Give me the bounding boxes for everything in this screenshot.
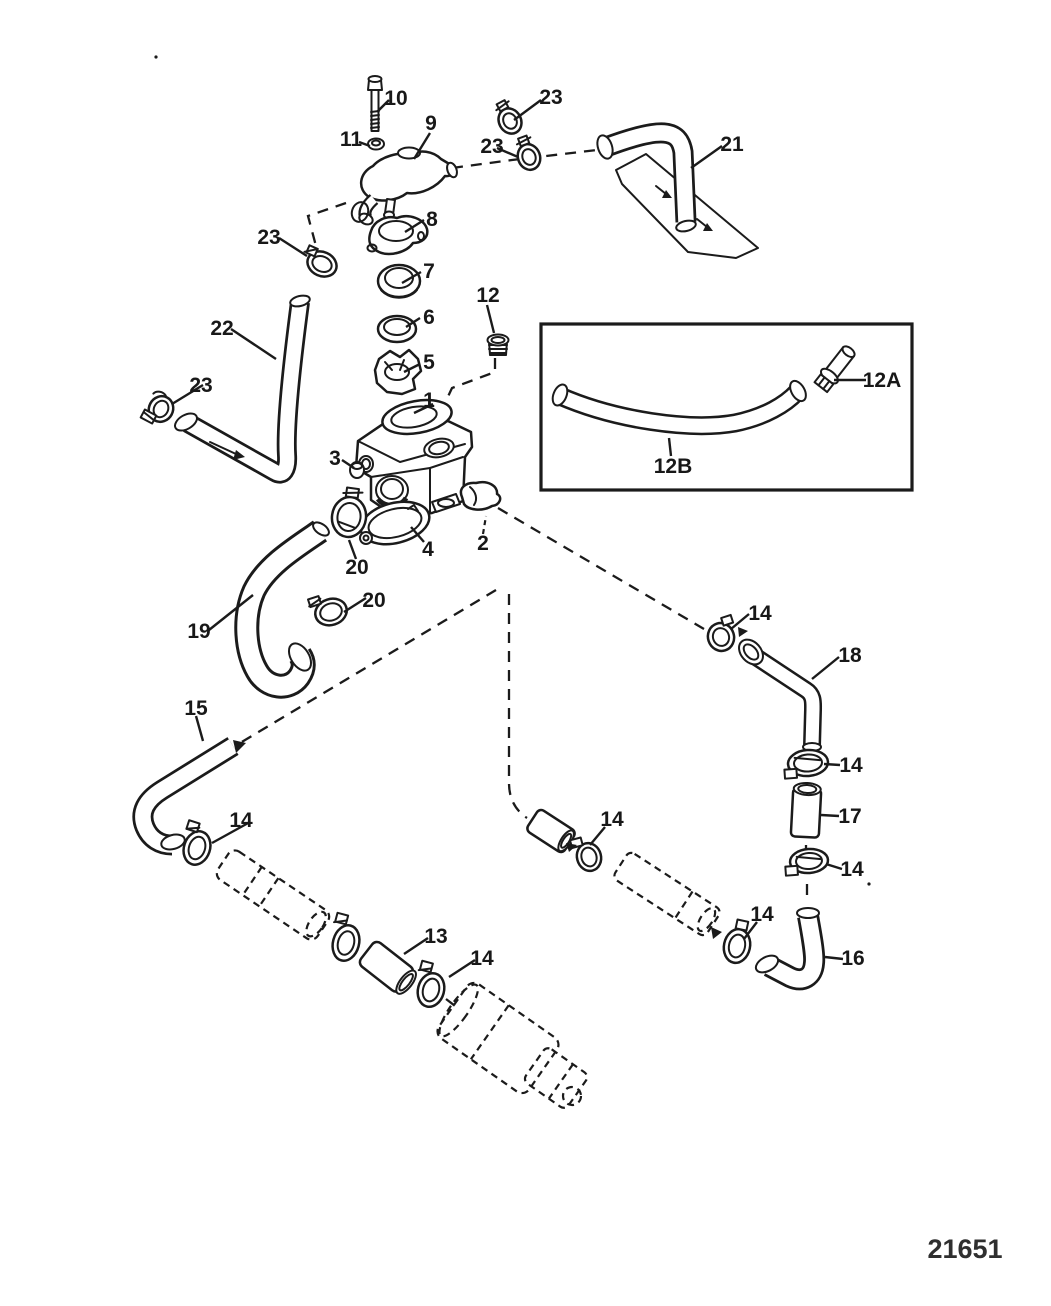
fitting-2: [459, 481, 502, 511]
clamp-20-lower: [307, 595, 348, 627]
callout-12b: 12B: [654, 455, 693, 478]
clamp-14-c: [784, 847, 830, 877]
clamp-14-hose15: [182, 819, 212, 866]
callout-14-near-pump: 14: [470, 947, 494, 970]
seal-ring-6: [376, 314, 418, 344]
speckle: [867, 882, 871, 886]
callout-12: 12: [476, 284, 499, 307]
leader-lines: [171, 99, 866, 979]
callout-2: 2: [477, 532, 489, 555]
callout-19: 19: [187, 620, 210, 643]
clamp-14-right-of-13: [416, 959, 446, 1009]
fitting-12a: [813, 345, 856, 394]
clamp-14-left-of-13: [331, 911, 361, 962]
clamp-23-upper: [515, 134, 542, 172]
callout-3: 3: [329, 447, 341, 470]
callout-6: 6: [423, 306, 435, 329]
gasket-7: [376, 263, 422, 299]
callout-23-upper: 23: [480, 135, 503, 158]
retainer-4: [359, 500, 431, 546]
plug-12: [486, 333, 510, 356]
callout-14-a: 14: [748, 602, 772, 625]
sleeve-mid: [526, 808, 576, 854]
callout-1: 1: [423, 389, 435, 412]
thermostat-5: [373, 348, 423, 396]
distribution-fitting-9: [350, 146, 458, 226]
callout-14-c: 14: [840, 858, 864, 881]
inset-box: [539, 322, 914, 492]
callout-23-far-left: 23: [189, 374, 212, 397]
hose-15: [132, 737, 246, 856]
cover-plate-8: [366, 214, 429, 256]
callout-14-near-16: 14: [750, 903, 774, 926]
tube-17: [789, 781, 823, 839]
ghost-arrow: [711, 927, 722, 939]
hose-21-with-bracket: [596, 122, 759, 259]
callout-23-mid: 23: [257, 226, 280, 249]
clamp-23-far-left: [139, 390, 175, 425]
callout-12a: 12A: [863, 369, 902, 392]
plug-3: [349, 461, 365, 479]
nut-11: [367, 137, 385, 151]
callout-14-mid: 14: [600, 808, 624, 831]
clamp-14-a: [706, 613, 736, 653]
callout-23-top: 23: [539, 86, 562, 109]
sleeve-13: [358, 940, 417, 995]
callout-10: 10: [384, 87, 407, 110]
clamp-14-mid-arrow: [566, 843, 577, 852]
callout-20-lower: 20: [362, 589, 385, 612]
ghost-inline-fitting: [215, 849, 331, 941]
callout-4: 4: [422, 538, 434, 561]
hose-16: [754, 907, 826, 991]
clamp-14-a-arrow: [738, 627, 748, 637]
callout-11: 11: [340, 128, 363, 151]
callout-5: 5: [423, 351, 435, 374]
callout-13: 13: [424, 925, 447, 948]
hose-22: [174, 294, 311, 484]
callout-17: 17: [838, 805, 861, 828]
callout-8: 8: [426, 208, 438, 231]
callout-14-hose15: 14: [229, 809, 253, 832]
clamp-23-mid: [303, 244, 338, 278]
hose-19: [234, 520, 330, 699]
callout-22: 22: [210, 317, 233, 340]
clamp-14-b: [783, 748, 830, 780]
hose-18: [738, 638, 823, 752]
callout-20-upper: 20: [345, 556, 368, 579]
callout-labels: 10 11 9 23 23 21 23 8 7 6 12 5 22 23 12A…: [184, 86, 901, 970]
ghost-inline-cylinder: [613, 851, 721, 937]
callout-16: 16: [841, 947, 864, 970]
clamp-20-upper: [330, 486, 368, 539]
clamp-23-top: [495, 99, 523, 135]
speckle: [154, 55, 158, 59]
drawing-number: 21651: [927, 1234, 1002, 1264]
callout-18: 18: [838, 644, 862, 667]
callout-15: 15: [184, 697, 208, 720]
callout-7: 7: [423, 260, 435, 283]
callout-21: 21: [720, 133, 744, 156]
callout-14-b: 14: [839, 754, 863, 777]
hose-12b: [551, 379, 807, 436]
callout-9: 9: [425, 112, 437, 135]
